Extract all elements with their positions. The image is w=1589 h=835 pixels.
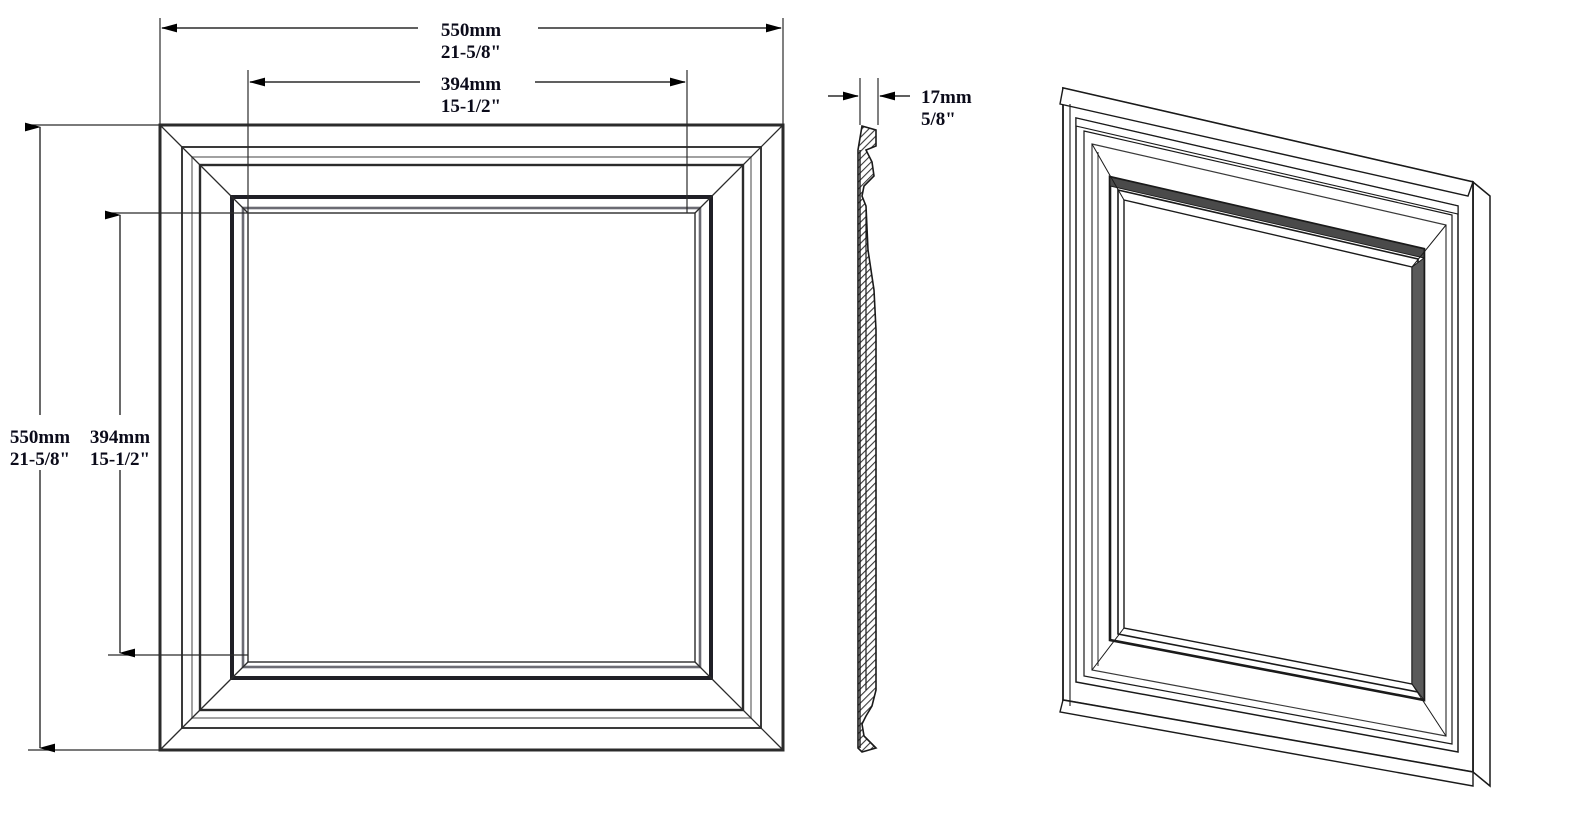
front-molding-step-3: [198, 163, 745, 712]
front-panel-recess-outer: [230, 195, 713, 680]
dimension-label-thickness-imperial: 5/8": [921, 109, 956, 130]
iso-miter-bottom-left: [1091, 627, 1125, 671]
iso-miter-bottom-right: [1411, 683, 1447, 737]
iso-panel-shadow-right: [1411, 257, 1425, 702]
dimension-label-height-imperial: 21-5/8": [10, 449, 70, 470]
iso-panel-field: [1123, 199, 1413, 685]
dimension-label-inner-height-metric: 394mm: [90, 427, 150, 448]
iso-miter-top-right: [1411, 224, 1447, 268]
dimension-label-inner-width-metric: 394mm: [441, 74, 501, 95]
miter-line-bottom-right: [694, 661, 784, 751]
dimension-height-outer: 550mm 21-5/8": [10, 122, 160, 753]
miter-line-top-right: [694, 124, 784, 214]
miter-line-bottom-left: [159, 661, 249, 751]
dimension-height-inner: 394mm 15-1/2": [90, 210, 248, 658]
dimension-width-outer: 550mm 21-5/8": [159, 18, 784, 125]
iso-cove-band-top: [1075, 117, 1459, 215]
dimension-label-height-metric: 550mm: [10, 427, 70, 448]
miter-line-top-left: [159, 124, 249, 214]
front-panel-recess-highlight: [237, 202, 706, 673]
front-view: [158, 123, 785, 752]
iso-view: [1059, 86, 1491, 788]
section-view: 17mm 5/8": [828, 78, 972, 753]
front-panel-field: [247, 212, 696, 663]
dimension-label-thickness-metric: 17mm: [921, 87, 972, 108]
front-molding-step-2: [191, 156, 752, 719]
dimension-width-inner: 394mm 15-1/2": [247, 70, 688, 213]
iso-top-bullnose: [1059, 87, 1474, 197]
dimension-label-inner-width-imperial: 15-1/2": [441, 96, 501, 117]
front-molding-step-1: [181, 146, 762, 729]
iso-miter-top-left: [1091, 143, 1125, 201]
section-profile-body: [857, 124, 878, 753]
iso-molding-ring-2: [1083, 130, 1453, 745]
front-panel-recess-inner: [241, 206, 702, 669]
dimension-label-inner-height-imperial: 15-1/2": [90, 449, 150, 470]
iso-side-depth-face: [1472, 180, 1491, 788]
iso-bottom-bullnose: [1059, 699, 1474, 787]
dimension-label-width-metric: 550mm: [441, 20, 501, 41]
dimension-label-width-imperial: 21-5/8": [441, 42, 501, 63]
